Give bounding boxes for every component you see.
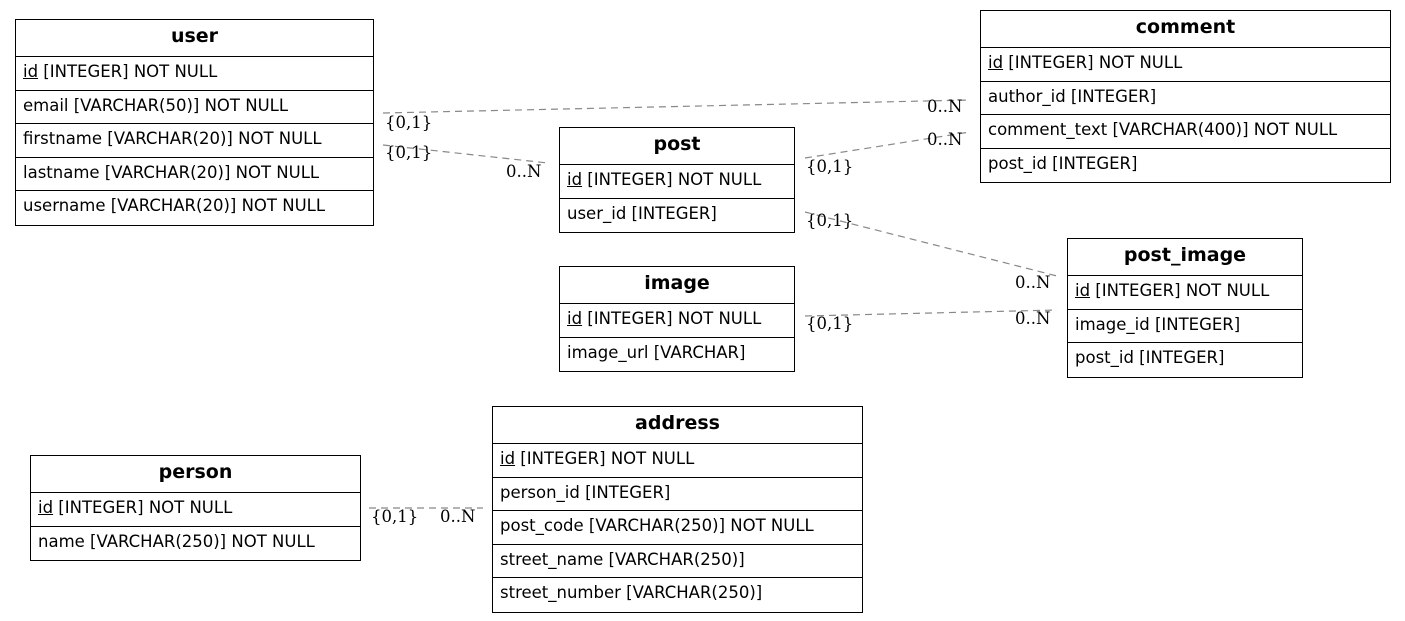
entity-title: post_image — [1068, 239, 1302, 276]
column-text: username [VARCHAR(20)] NOT NULL — [23, 196, 326, 215]
column-row: post_id [INTEGER] — [981, 149, 1390, 183]
primary-key-name: id — [500, 449, 516, 468]
column-text: email [VARCHAR(50)] NOT NULL — [23, 95, 289, 115]
column-row: image_url [VARCHAR] — [560, 338, 794, 372]
column-text: person_id [INTEGER] — [500, 482, 671, 502]
column-row: id [INTEGER] NOT NULL — [560, 304, 794, 338]
entity-title: user — [16, 20, 373, 57]
column-row: id [INTEGER] NOT NULL — [493, 444, 862, 478]
column-row: person_id [INTEGER] — [493, 478, 862, 511]
column-text: image_url [VARCHAR] — [567, 342, 746, 362]
cardinality-post-comment-from: {0,1} — [806, 157, 854, 176]
primary-key-name: id — [567, 170, 583, 189]
entity-title: person — [31, 456, 360, 493]
edge-post-post_image — [804, 211, 1058, 277]
column-row: email [VARCHAR(50)] NOT NULL — [16, 91, 373, 124]
column-text: street_name [VARCHAR(250)] — [500, 549, 745, 569]
column-text: firstname [VARCHAR(20)] NOT NULL — [23, 129, 322, 148]
column-type: [INTEGER] NOT NULL — [582, 170, 762, 189]
cardinality-user-post-from: {0,1} — [385, 143, 433, 162]
cardinality-post-postimage-to: 0..N — [1015, 273, 1051, 292]
column-type: [INTEGER] NOT NULL — [38, 62, 218, 81]
edge-user-post — [382, 144, 549, 164]
entity-title: address — [493, 407, 862, 444]
entity-post[interactable]: post id [INTEGER] NOT NULL user_id [INTE… — [559, 127, 795, 233]
primary-key-name: id — [23, 62, 39, 81]
entity-user[interactable]: user id [INTEGER] NOT NULL email [VARCHA… — [15, 19, 374, 226]
cardinality-user-post-to: 0..N — [506, 162, 542, 181]
primary-key-name: id — [988, 53, 1004, 72]
primary-key-name: id — [1075, 281, 1091, 300]
cardinality-post-comment-to: 0..N — [927, 130, 963, 149]
cardinality-post-postimage-from: {0,1} — [806, 211, 854, 230]
column-text: lastname [VARCHAR(20)] NOT NULL — [23, 162, 320, 182]
cardinality-user-comment-from: {0,1} — [385, 113, 433, 132]
column-row: lastname [VARCHAR(20)] NOT NULL — [16, 158, 373, 191]
column-row: id [INTEGER] NOT NULL — [31, 493, 360, 527]
cardinality-image-postimage-from: {0,1} — [806, 314, 854, 333]
entity-title: post — [560, 128, 794, 165]
column-type: [INTEGER] NOT NULL — [515, 449, 695, 468]
column-row: user_id [INTEGER] — [560, 199, 794, 233]
column-text: street_number [VARCHAR(250)] — [500, 583, 763, 602]
column-text: comment_text [VARCHAR(400)] NOT NULL — [988, 120, 1338, 139]
column-type: [INTEGER] NOT NULL — [53, 498, 233, 517]
column-row: post_id [INTEGER] — [1068, 343, 1302, 377]
column-row: image_id [INTEGER] — [1068, 310, 1302, 343]
column-text: post_code [VARCHAR(250)] NOT NULL — [500, 516, 814, 535]
column-row: id [INTEGER] NOT NULL — [560, 165, 794, 199]
primary-key-name: id — [567, 309, 583, 328]
entity-post-image[interactable]: post_image id [INTEGER] NOT NULL image_i… — [1067, 238, 1303, 378]
column-type: [INTEGER] NOT NULL — [1090, 281, 1270, 300]
column-row: firstname [VARCHAR(20)] NOT NULL — [16, 124, 373, 158]
column-text: author_id [INTEGER] — [988, 86, 1157, 106]
cardinality-person-address-to: 0..N — [440, 507, 476, 526]
cardinality-person-address-from: {0,1} — [371, 507, 419, 526]
entity-title: comment — [981, 11, 1390, 48]
column-text: user_id [INTEGER] — [567, 203, 717, 223]
column-text: image_id [INTEGER] — [1075, 314, 1241, 334]
edge-user-comment — [382, 99, 971, 114]
column-row: id [INTEGER] NOT NULL — [981, 48, 1390, 82]
column-type: [INTEGER] NOT NULL — [582, 309, 762, 328]
entity-image[interactable]: image id [INTEGER] NOT NULL image_url [V… — [559, 266, 795, 372]
column-text: name [VARCHAR(250)] NOT NULL — [38, 531, 315, 551]
cardinality-image-postimage-to: 0..N — [1015, 309, 1051, 328]
entity-address[interactable]: address id [INTEGER] NOT NULL person_id … — [492, 406, 863, 613]
entity-comment[interactable]: comment id [INTEGER] NOT NULL author_id … — [980, 10, 1391, 183]
column-row: street_name [VARCHAR(250)] — [493, 545, 862, 578]
column-row: post_code [VARCHAR(250)] NOT NULL — [493, 511, 862, 545]
entity-title: image — [560, 267, 794, 304]
column-type: [INTEGER] NOT NULL — [1003, 53, 1183, 72]
column-row: author_id [INTEGER] — [981, 82, 1390, 115]
entity-person[interactable]: person id [INTEGER] NOT NULL name [VARCH… — [30, 455, 361, 561]
column-row: street_number [VARCHAR(250)] — [493, 578, 862, 612]
edge-post-comment — [804, 131, 971, 159]
column-text: post_id [INTEGER] — [988, 153, 1138, 173]
column-row: comment_text [VARCHAR(400)] NOT NULL — [981, 115, 1390, 149]
column-row: id [INTEGER] NOT NULL — [1068, 276, 1302, 310]
primary-key-name: id — [38, 498, 54, 517]
column-text: post_id [INTEGER] — [1075, 348, 1225, 367]
column-row: name [VARCHAR(250)] NOT NULL — [31, 527, 360, 561]
cardinality-user-comment-to: 0..N — [927, 97, 963, 116]
column-row: id [INTEGER] NOT NULL — [16, 57, 373, 91]
column-row: username [VARCHAR(20)] NOT NULL — [16, 191, 373, 225]
edge-image-post_image — [804, 309, 1058, 317]
